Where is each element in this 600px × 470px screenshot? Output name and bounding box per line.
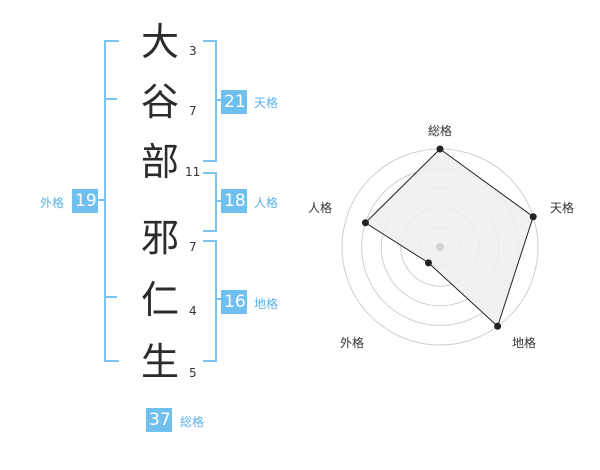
radar-axis-label-tenkaku: 天格 <box>550 201 575 215</box>
jinkaku-label: 人格 <box>254 196 279 210</box>
radar-axis-label-soukaku: 総格 <box>428 124 453 138</box>
name-char-5: 仁 <box>140 278 179 322</box>
radar-score-area <box>364 148 534 328</box>
soukaku-label: 総格 <box>180 415 205 429</box>
radar-point-2 <box>494 322 502 330</box>
radar-axis-label-gaikaku: 外格 <box>340 336 365 350</box>
stroke-count-3: 11 <box>185 165 201 179</box>
chikaku-label: 地格 <box>254 297 279 311</box>
gaikaku-label: 外格 <box>40 196 65 210</box>
tenkaku-bracket <box>203 40 217 162</box>
name-char-6: 生 <box>140 340 179 384</box>
soukaku-value-badge: 37 <box>146 408 172 432</box>
gaikaku-bracket-tick <box>104 98 117 100</box>
radar-point-3 <box>424 259 432 267</box>
gaikaku-bracket-tick <box>104 296 117 298</box>
jinkaku-bracket-connector <box>215 200 221 202</box>
radar-point-0 <box>436 145 444 153</box>
chikaku-value-badge: 16 <box>221 290 247 314</box>
gaikaku-bracket-connector <box>98 199 106 201</box>
tenkaku-bracket-connector <box>215 99 221 101</box>
stroke-count-4: 7 <box>189 240 197 254</box>
tenkaku-label: 天格 <box>254 96 279 110</box>
stroke-count-6: 5 <box>189 366 197 380</box>
jinkaku-bracket <box>203 172 217 232</box>
radar-point-1 <box>529 213 537 221</box>
gaikaku-value-badge: 19 <box>72 189 98 213</box>
stroke-count-5: 4 <box>189 304 197 318</box>
stroke-count-1: 3 <box>189 44 197 58</box>
radar-axis-label-chikaku: 地格 <box>512 336 537 350</box>
name-char-1: 大 <box>140 20 179 64</box>
chikaku-bracket <box>203 240 217 362</box>
stroke-count-2: 7 <box>189 104 197 118</box>
jinkaku-value-badge: 18 <box>221 189 247 213</box>
gaikaku-bracket <box>104 40 119 362</box>
name-char-2: 谷 <box>140 80 179 124</box>
name-char-3: 部 <box>140 140 179 184</box>
radar-axis-label-jinkaku: 人格 <box>308 201 333 215</box>
name-char-4: 邪 <box>140 216 179 260</box>
tenkaku-value-badge: 21 <box>221 90 247 114</box>
chikaku-bracket-connector <box>215 298 221 300</box>
radar-center-dot <box>436 243 444 251</box>
radar-point-4 <box>361 219 369 227</box>
